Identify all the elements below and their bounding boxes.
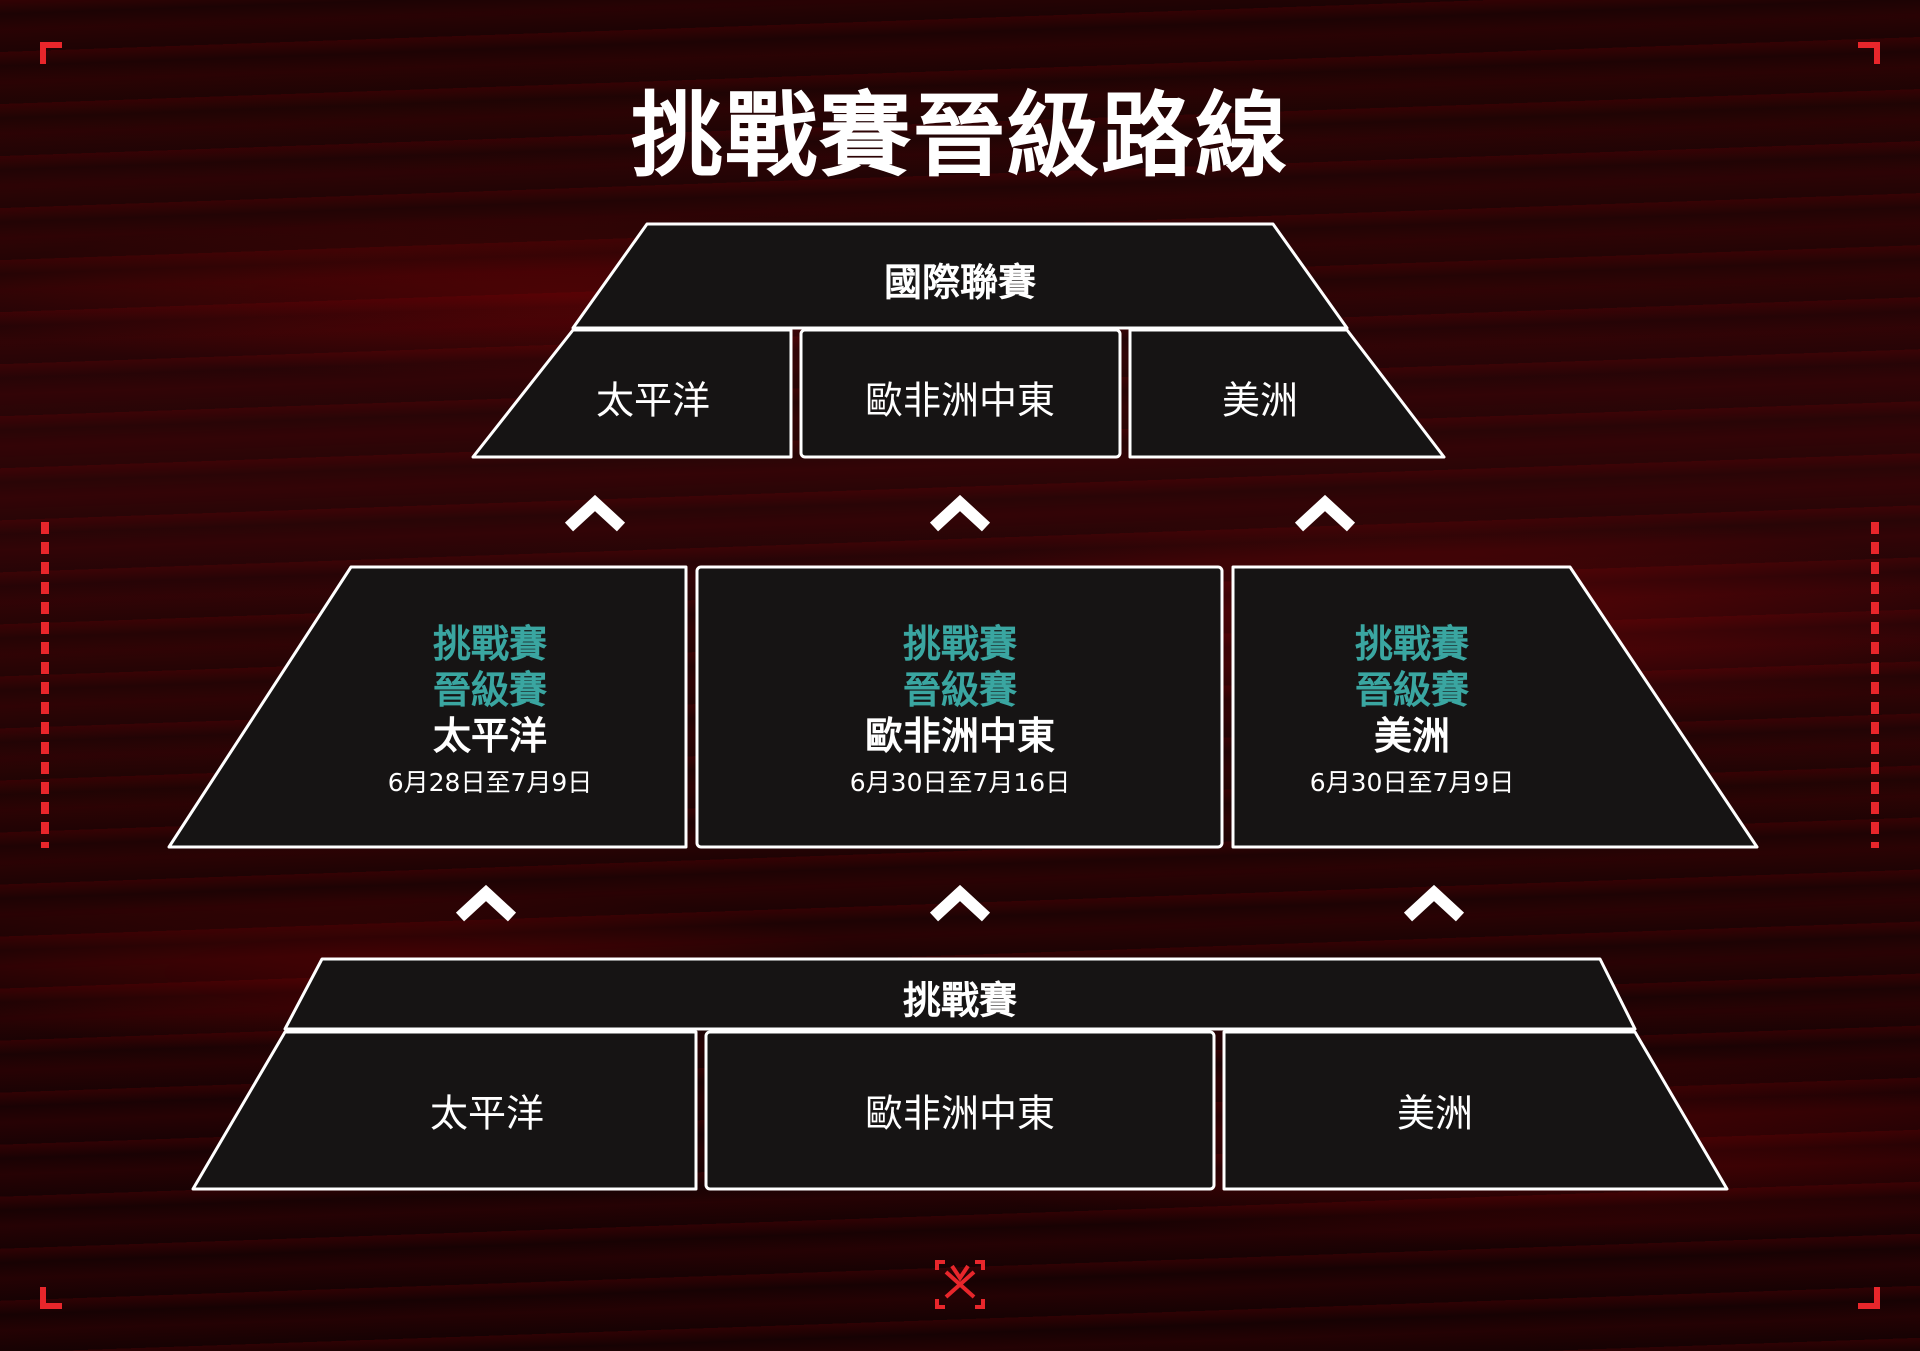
chevron-up-icon (1294, 494, 1356, 532)
dashed-side-marker-icon (41, 522, 49, 848)
mid-region: 歐非洲中東 (864, 714, 1055, 758)
top-region-emea: 歐非洲中東 (864, 378, 1056, 423)
mid-line2: 晉級賽 (1354, 668, 1469, 712)
dashed-side-marker-icon (1871, 522, 1879, 848)
mid-line2: 晉級賽 (902, 668, 1017, 712)
chevron-up-icon (564, 494, 626, 532)
mid-region: 美洲 (1373, 714, 1450, 758)
valorant-x-logo-icon (935, 1260, 985, 1309)
top-region-pacific: 太平洋 (595, 378, 711, 423)
mid-dates: 6月28日至7月9日 (387, 768, 593, 797)
bottom-region-pacific: 太平洋 (429, 1091, 545, 1136)
mid-box-emea-shape (695, 565, 1224, 849)
bottom-header-shape (283, 957, 1637, 1031)
mid-box-emea: 挑戰賽 晉級賽 歐非洲中東 6月30日至7月16日 (850, 621, 1070, 805)
chevron-up-icon (455, 884, 517, 922)
corner-bracket-icon (40, 42, 62, 64)
mid-box-pacific: 挑戰賽 晉級賽 太平洋 6月28日至7月9日 (388, 621, 593, 805)
bottom-region-emea: 歐非洲中東 (864, 1091, 1056, 1136)
chevron-up-icon (1403, 884, 1465, 922)
mid-line2: 晉級賽 (432, 668, 547, 712)
bottom-box-americas (1222, 1030, 1729, 1191)
corner-bracket-icon (1858, 42, 1880, 64)
corner-bracket-icon (1858, 1287, 1880, 1309)
top-header-shape (571, 222, 1349, 330)
corner-bracket-icon (40, 1287, 62, 1309)
chevron-up-icon (929, 884, 991, 922)
top-box-emea (799, 328, 1122, 459)
mid-dates: 6月30日至7月16日 (849, 768, 1071, 797)
bottom-header-label: 挑戰賽 (902, 978, 1018, 1023)
bottom-box-pacific (191, 1030, 698, 1191)
top-box-americas (1128, 328, 1446, 459)
bottom-region-americas: 美洲 (1396, 1091, 1474, 1136)
mid-line1: 挑戰賽 (432, 622, 547, 666)
top-header-label: 國際聯賽 (883, 260, 1037, 305)
mid-dates: 6月30日至7月9日 (1309, 768, 1515, 797)
chevron-up-icon (929, 494, 991, 532)
bottom-box-emea (704, 1030, 1216, 1191)
mid-region: 太平洋 (432, 714, 547, 758)
mid-line1: 挑戰賽 (902, 622, 1017, 666)
mid-box-pacific-shape (167, 565, 688, 849)
mid-line1: 挑戰賽 (1354, 622, 1469, 666)
top-region-americas: 美洲 (1221, 378, 1299, 423)
page-title: 挑戰賽晉級路線 (630, 82, 1290, 190)
top-box-pacific (471, 328, 793, 459)
mid-box-americas-shape (1231, 565, 1759, 849)
mid-box-americas: 挑戰賽 晉級賽 美洲 6月30日至7月9日 (1310, 621, 1515, 805)
